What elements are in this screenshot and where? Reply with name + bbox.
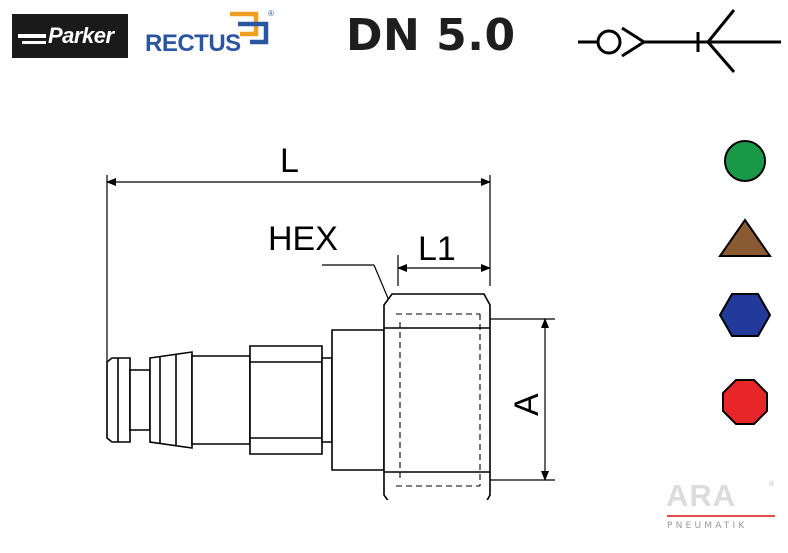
blue-hexagon-icon	[718, 293, 772, 337]
parker-logo-stripe	[22, 41, 46, 44]
ara-watermark-subtitle: PNEUMATIK	[667, 521, 748, 531]
green-circle-icon	[724, 140, 766, 182]
parker-logo-stripe	[18, 34, 46, 38]
ara-registered-mark: ®	[768, 480, 775, 488]
ara-watermark-text: ARA	[666, 478, 737, 513]
material-marker-legend	[718, 140, 772, 425]
length-label: L	[280, 142, 299, 180]
coupling-body-outline	[106, 293, 491, 500]
hex-label: HEX	[268, 220, 338, 258]
rectus-brand-text: RECTUS	[145, 30, 241, 57]
length-1-label: L1	[418, 230, 456, 268]
brown-triangle-icon	[718, 218, 772, 257]
parker-logo: Parker	[12, 14, 128, 58]
check-valve-symbol-icon	[578, 9, 781, 73]
thread-size-label: A	[508, 393, 546, 416]
rectus-logo-icon: ®	[230, 9, 274, 45]
parker-brand-text: Parker	[48, 23, 114, 48]
hidden-thread-lines	[396, 313, 481, 487]
ara-watermark-line	[667, 515, 775, 517]
page-title: DN 5.0	[346, 10, 516, 61]
rectus-registered-mark: ®	[268, 9, 274, 18]
coupling-technical-drawing: L HEX L1 A	[106, 142, 555, 500]
red-octagon-icon	[722, 379, 768, 425]
